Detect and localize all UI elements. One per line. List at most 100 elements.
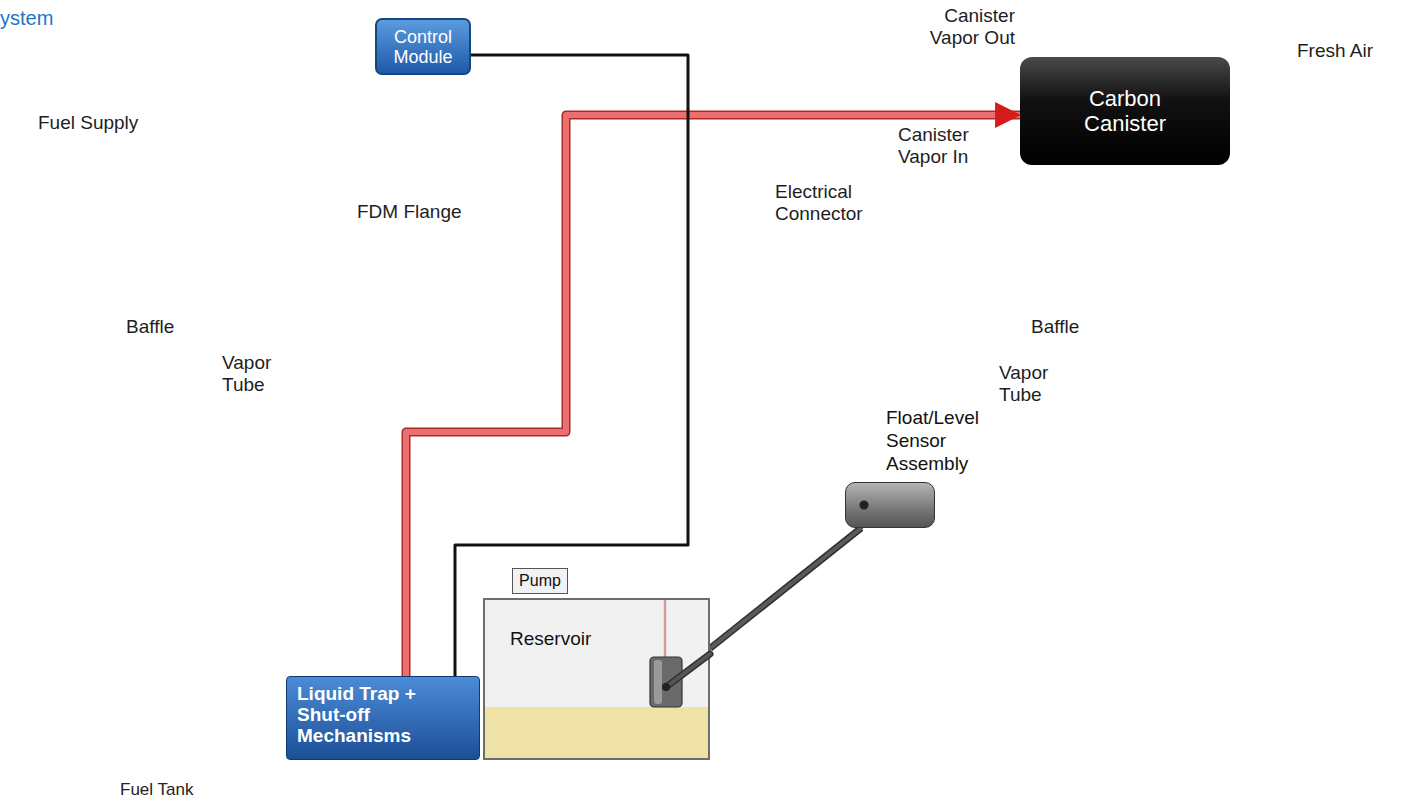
reservoir-box-drawing: [666, 654, 710, 687]
fuel-tank: Fuel TankPumpReservoirFloat/Level Sensor…: [78, 263, 1125, 776]
edge-label: Canister Vapor In: [898, 124, 998, 168]
fresh-air-shaft: [1256, 69, 1392, 77]
diagram-title: ystem: [0, 6, 53, 30]
fuel: [90, 277, 1149, 770]
support-rods: [697, 335, 711, 598]
label-text: Fresh Air: [1297, 40, 1373, 62]
electrical-connector: [654, 240, 708, 248]
tank-inner: [93, 277, 1112, 764]
node-text: Control Module: [383, 27, 463, 67]
connector-line: [406, 115, 1020, 676]
vapor-in-tube: [406, 115, 1020, 676]
flange-leader: [469, 228, 472, 288]
vapor-out-shaft: [893, 69, 1022, 77]
connector-leader: [727, 207, 768, 228]
baffles: [128, 274, 174, 310]
outside-label: Float/Level Sensor Assembly: [886, 406, 986, 475]
tube-core: [30, 145, 525, 266]
fuel-edge: [93, 277, 1112, 764]
wires: [555, 305, 677, 568]
flange-label: FDM Flange: [357, 201, 462, 223]
baffles: [1032, 274, 1078, 310]
edge-label-text: Canister Vapor In: [898, 124, 998, 168]
vapor-out-arrow: [867, 59, 1022, 87]
node-text: Reservoir: [510, 628, 591, 650]
leader-arrows: [463, 207, 768, 300]
label-text: FDM Flange: [357, 201, 462, 223]
wires: [662, 305, 665, 598]
connector-outline: [406, 115, 1020, 676]
fresh-air-arrow: [1231, 59, 1392, 87]
wires: [545, 305, 670, 568]
node-text: Liquid Trap + Shut-off Mechanisms: [297, 683, 437, 746]
float-sensor-drawing: [860, 501, 869, 510]
support-rods: [485, 335, 711, 598]
label-text: Fuel Supply: [38, 112, 138, 134]
flange-leader-head: [463, 286, 477, 300]
label-text: Baffle: [1031, 316, 1079, 338]
connector-line: [710, 528, 861, 648]
fresh-air-head: [1231, 59, 1258, 87]
outside-label: Fuel Tank: [120, 780, 193, 800]
fuel-tank-drawing: [80, 237, 1149, 776]
wires: [545, 305, 670, 568]
canister-box: Carbon Canister: [1020, 57, 1230, 165]
fuel-edge: [93, 277, 1112, 764]
vapor-tube-label: Vapor Tube: [222, 352, 292, 396]
control-wire: [455, 55, 688, 676]
node-text: Fuel Tank: [120, 780, 193, 800]
connector-leader-head: [716, 220, 731, 234]
pump-box: Pump: [512, 568, 568, 594]
label-text: Vapor Tube: [222, 352, 292, 396]
tube-outline: [30, 145, 525, 266]
supply-arrowhead: [5, 132, 32, 158]
electrical-connector: [650, 237, 712, 307]
wires: [545, 305, 677, 598]
baffles: [1048, 286, 1058, 296]
fresh-air-label: Fresh Air: [1297, 40, 1373, 62]
reservoir-box-drawing: [664, 600, 667, 657]
fuel-supply-tube: [5, 132, 525, 266]
node-text: Pump: [519, 572, 561, 590]
baffles: [143, 286, 153, 296]
node-text: Float/Level Sensor Assembly: [886, 406, 986, 475]
baffles: [128, 274, 1078, 310]
fuel-supply-label: Fuel Supply: [38, 112, 138, 134]
connector-label: Electrical Connector: [775, 181, 875, 225]
vapor-out-label: Canister Vapor Out: [905, 5, 1015, 49]
baffle-label: Baffle: [126, 316, 174, 338]
wires: [555, 305, 677, 568]
electrical-connector: [650, 237, 712, 307]
fdm-flange: [455, 305, 740, 335]
pump-supply-tube: [523, 262, 528, 568]
reservoir-box-drawing: [485, 707, 708, 758]
label-text: Vapor Tube: [999, 362, 1069, 406]
reservoir-box-drawing: [654, 660, 662, 704]
reservoir-box-drawing: [485, 600, 712, 762]
vapor-out-head: [867, 59, 895, 87]
tank-shell: [80, 263, 1125, 776]
float-arm: [710, 528, 861, 648]
reservoir-box: Reservoir: [483, 598, 710, 760]
float-sensor: Float/Level Sensor Assembly: [845, 482, 935, 528]
fuel-body: [90, 472, 1149, 770]
support-rods: [485, 335, 499, 598]
control-module-box: Control Module: [375, 18, 471, 75]
fdm-flange: [455, 305, 740, 335]
reservoir-box-drawing: [662, 683, 670, 691]
label-text: Electrical Connector: [775, 181, 875, 225]
fuel-edge: [93, 277, 1112, 764]
label-text: Baffle: [126, 316, 174, 338]
connector-line: [455, 55, 688, 676]
vapor-tube-label: Vapor Tube: [999, 362, 1069, 406]
fdm-flange: [460, 307, 735, 313]
node-text: Carbon Canister: [1070, 86, 1180, 136]
connector-outline: [710, 528, 861, 648]
label-text: Canister Vapor Out: [905, 5, 1015, 49]
liquid-trap-box: Liquid Trap + Shut-off Mechanisms: [286, 676, 480, 760]
reservoir-box-drawing: [666, 654, 710, 687]
float-sensor-drawing: [846, 483, 936, 529]
pump-supply-tube: [525, 262, 526, 568]
pump-supply-tube: [521, 262, 529, 568]
